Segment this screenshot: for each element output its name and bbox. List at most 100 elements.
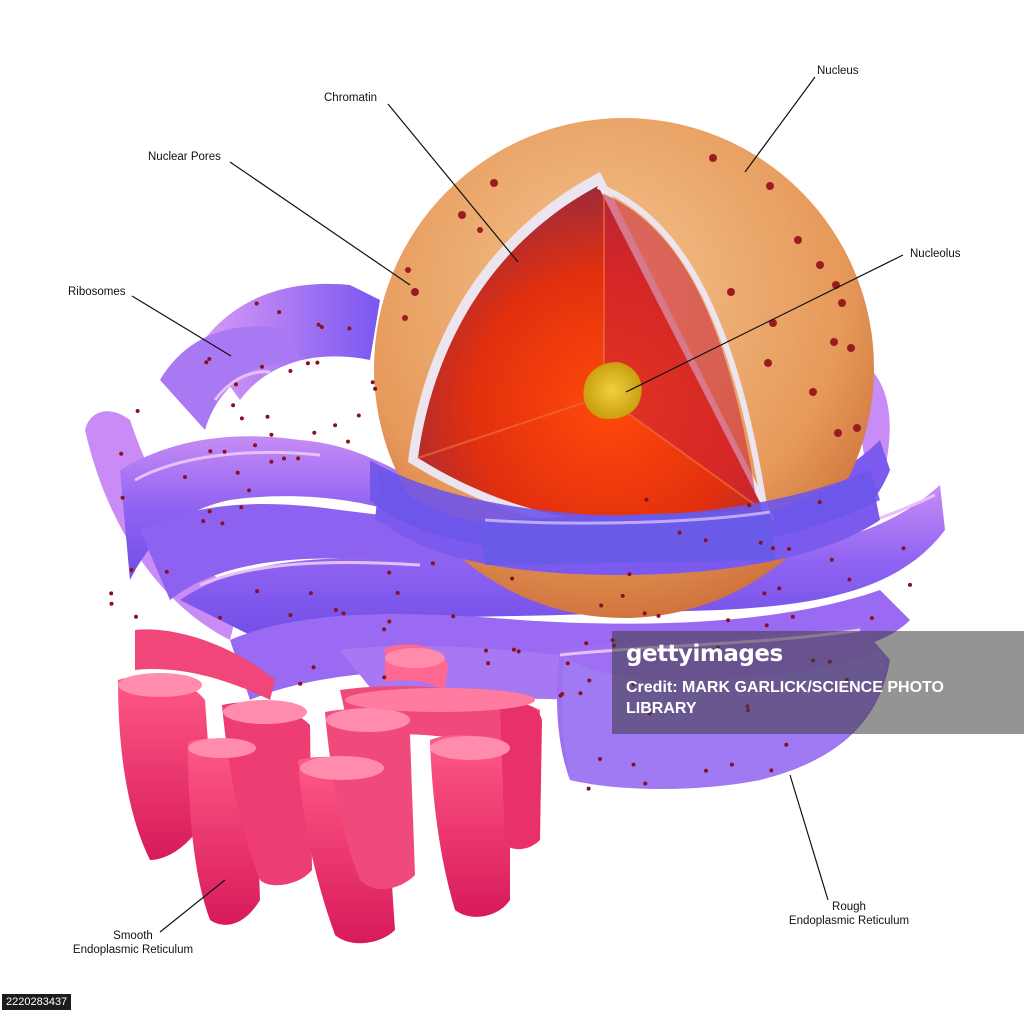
ribosome-dot xyxy=(726,618,731,623)
ribosome-dot xyxy=(119,451,124,456)
ribosome-dot xyxy=(305,361,310,366)
ribosome-dot xyxy=(319,325,324,329)
ribosome-dot xyxy=(288,613,293,618)
ribosome-dot xyxy=(231,403,236,408)
label-nucleus: Nucleus xyxy=(817,65,859,77)
ribosome-dot xyxy=(387,619,392,624)
ribosome-dot xyxy=(207,509,212,514)
ribosome-dot xyxy=(253,443,257,448)
ribosome-dot xyxy=(109,591,114,596)
ribosome-dot xyxy=(656,613,661,618)
label-rough-er-line2: Endoplasmic Reticulum xyxy=(788,915,910,927)
ribosome-dot xyxy=(560,692,565,696)
label-smooth-er-line1: Smooth xyxy=(113,930,153,942)
ribosome-dot xyxy=(135,409,140,413)
ribosome-dot xyxy=(777,586,782,591)
ribosome-dot xyxy=(234,382,238,387)
ribosome-dot xyxy=(764,623,769,628)
ribosome-dot xyxy=(869,616,874,621)
watermark-credit: Credit: MARK GARLICK/SCIENCE PHOTO LIBRA… xyxy=(626,679,944,717)
ribosome-dot xyxy=(134,614,138,619)
ribosome-dot xyxy=(164,569,169,574)
ribosome-dot xyxy=(312,430,317,435)
ribosome-dot xyxy=(218,615,222,620)
ribosome-dot xyxy=(207,357,212,361)
ribosome-dot xyxy=(333,608,338,612)
ribosome-dot xyxy=(260,364,264,369)
ribosome-dot xyxy=(908,582,912,587)
ribosome-dot xyxy=(599,603,604,608)
ribosome-dot xyxy=(901,546,906,551)
ribosome-dot xyxy=(204,360,209,365)
ribosome-dot xyxy=(677,530,682,535)
ribosome-dot xyxy=(704,768,708,773)
ribosome-dot xyxy=(644,497,649,502)
ribosome-dot xyxy=(769,768,774,773)
ribosome-dot xyxy=(208,449,213,454)
nucleolus-shape xyxy=(583,362,642,420)
ribosome-dot xyxy=(254,301,259,306)
nuclear-pores xyxy=(402,154,861,437)
label-ribosomes: Ribosomes xyxy=(68,286,126,298)
ribosome-dot xyxy=(395,591,400,595)
ribosome-dot xyxy=(703,538,708,543)
ribosome-dot xyxy=(129,568,134,572)
ribosome-dot xyxy=(598,757,602,761)
ribosome-dot xyxy=(578,691,583,696)
ribosome-dot xyxy=(247,488,252,493)
label-chromatin: Chromatin xyxy=(324,92,378,104)
ribosome-dot xyxy=(347,326,352,331)
ribosome-dot xyxy=(451,614,456,619)
ribosome-dot xyxy=(511,647,516,652)
leader-lines xyxy=(131,76,904,933)
ribosome-dot xyxy=(484,648,488,653)
ribosome-dot xyxy=(370,380,375,385)
ribosome-dot xyxy=(333,423,338,428)
ribosome-dot xyxy=(120,495,125,500)
label-rough-er-line1: Rough xyxy=(832,901,866,913)
label-rough-er: Rough Endoplasmic Reticulum xyxy=(774,900,924,928)
ribosome-dot xyxy=(311,665,316,670)
label-nuclear-pores: Nuclear Pores xyxy=(148,151,221,163)
ribosome-dot xyxy=(220,521,225,526)
label-nucleolus: Nucleolus xyxy=(910,248,961,260)
ribosome-dot xyxy=(642,611,647,616)
ribosome-dot xyxy=(239,416,244,421)
ribosome-dot xyxy=(787,547,791,551)
ribosome-dot xyxy=(771,546,775,551)
ribosome-dot xyxy=(255,589,260,594)
smooth-er xyxy=(118,629,542,944)
ribosome-dot xyxy=(516,649,521,654)
ribosome-dot xyxy=(341,611,346,616)
ribosome-dot xyxy=(282,456,286,461)
ribosome-dot xyxy=(729,762,734,767)
ribosome-dot xyxy=(308,591,313,596)
ribosome-dot xyxy=(758,540,763,545)
label-smooth-er-line2: Endoplasmic Reticulum xyxy=(72,944,194,956)
ribosome-dot xyxy=(316,322,321,327)
label-smooth-er: Smooth Endoplasmic Reticulum xyxy=(58,929,208,957)
ribosome-dot xyxy=(631,762,636,767)
ribosome-dot xyxy=(269,459,274,464)
ribosome-dot xyxy=(298,681,303,686)
ribosome-dot xyxy=(277,310,282,315)
ribosome-dot xyxy=(747,503,752,508)
ribosome-dot xyxy=(817,500,822,505)
ribosome-dot xyxy=(643,781,648,786)
ribosome-dot xyxy=(584,641,589,646)
ribosome-dot xyxy=(373,386,378,391)
ribosome-dot xyxy=(239,505,244,510)
watermark-brand: gettyimages xyxy=(626,641,783,667)
ribosome-dot xyxy=(201,519,206,524)
ribosome-dot xyxy=(109,601,114,606)
ribosome-dot xyxy=(565,661,570,666)
ribosome-dot xyxy=(356,413,361,418)
ribosome-dot xyxy=(627,572,632,577)
ribosome-dot xyxy=(430,561,435,566)
ribosome-dot xyxy=(586,786,591,791)
watermark: gettyimages Credit: MARK GARLICK/SCIENCE… xyxy=(612,631,1024,734)
ribosome-dot xyxy=(288,369,293,373)
nucleus-cutaway xyxy=(408,172,775,535)
ribosome-dot xyxy=(265,414,270,419)
ribosome-dot xyxy=(315,360,320,365)
